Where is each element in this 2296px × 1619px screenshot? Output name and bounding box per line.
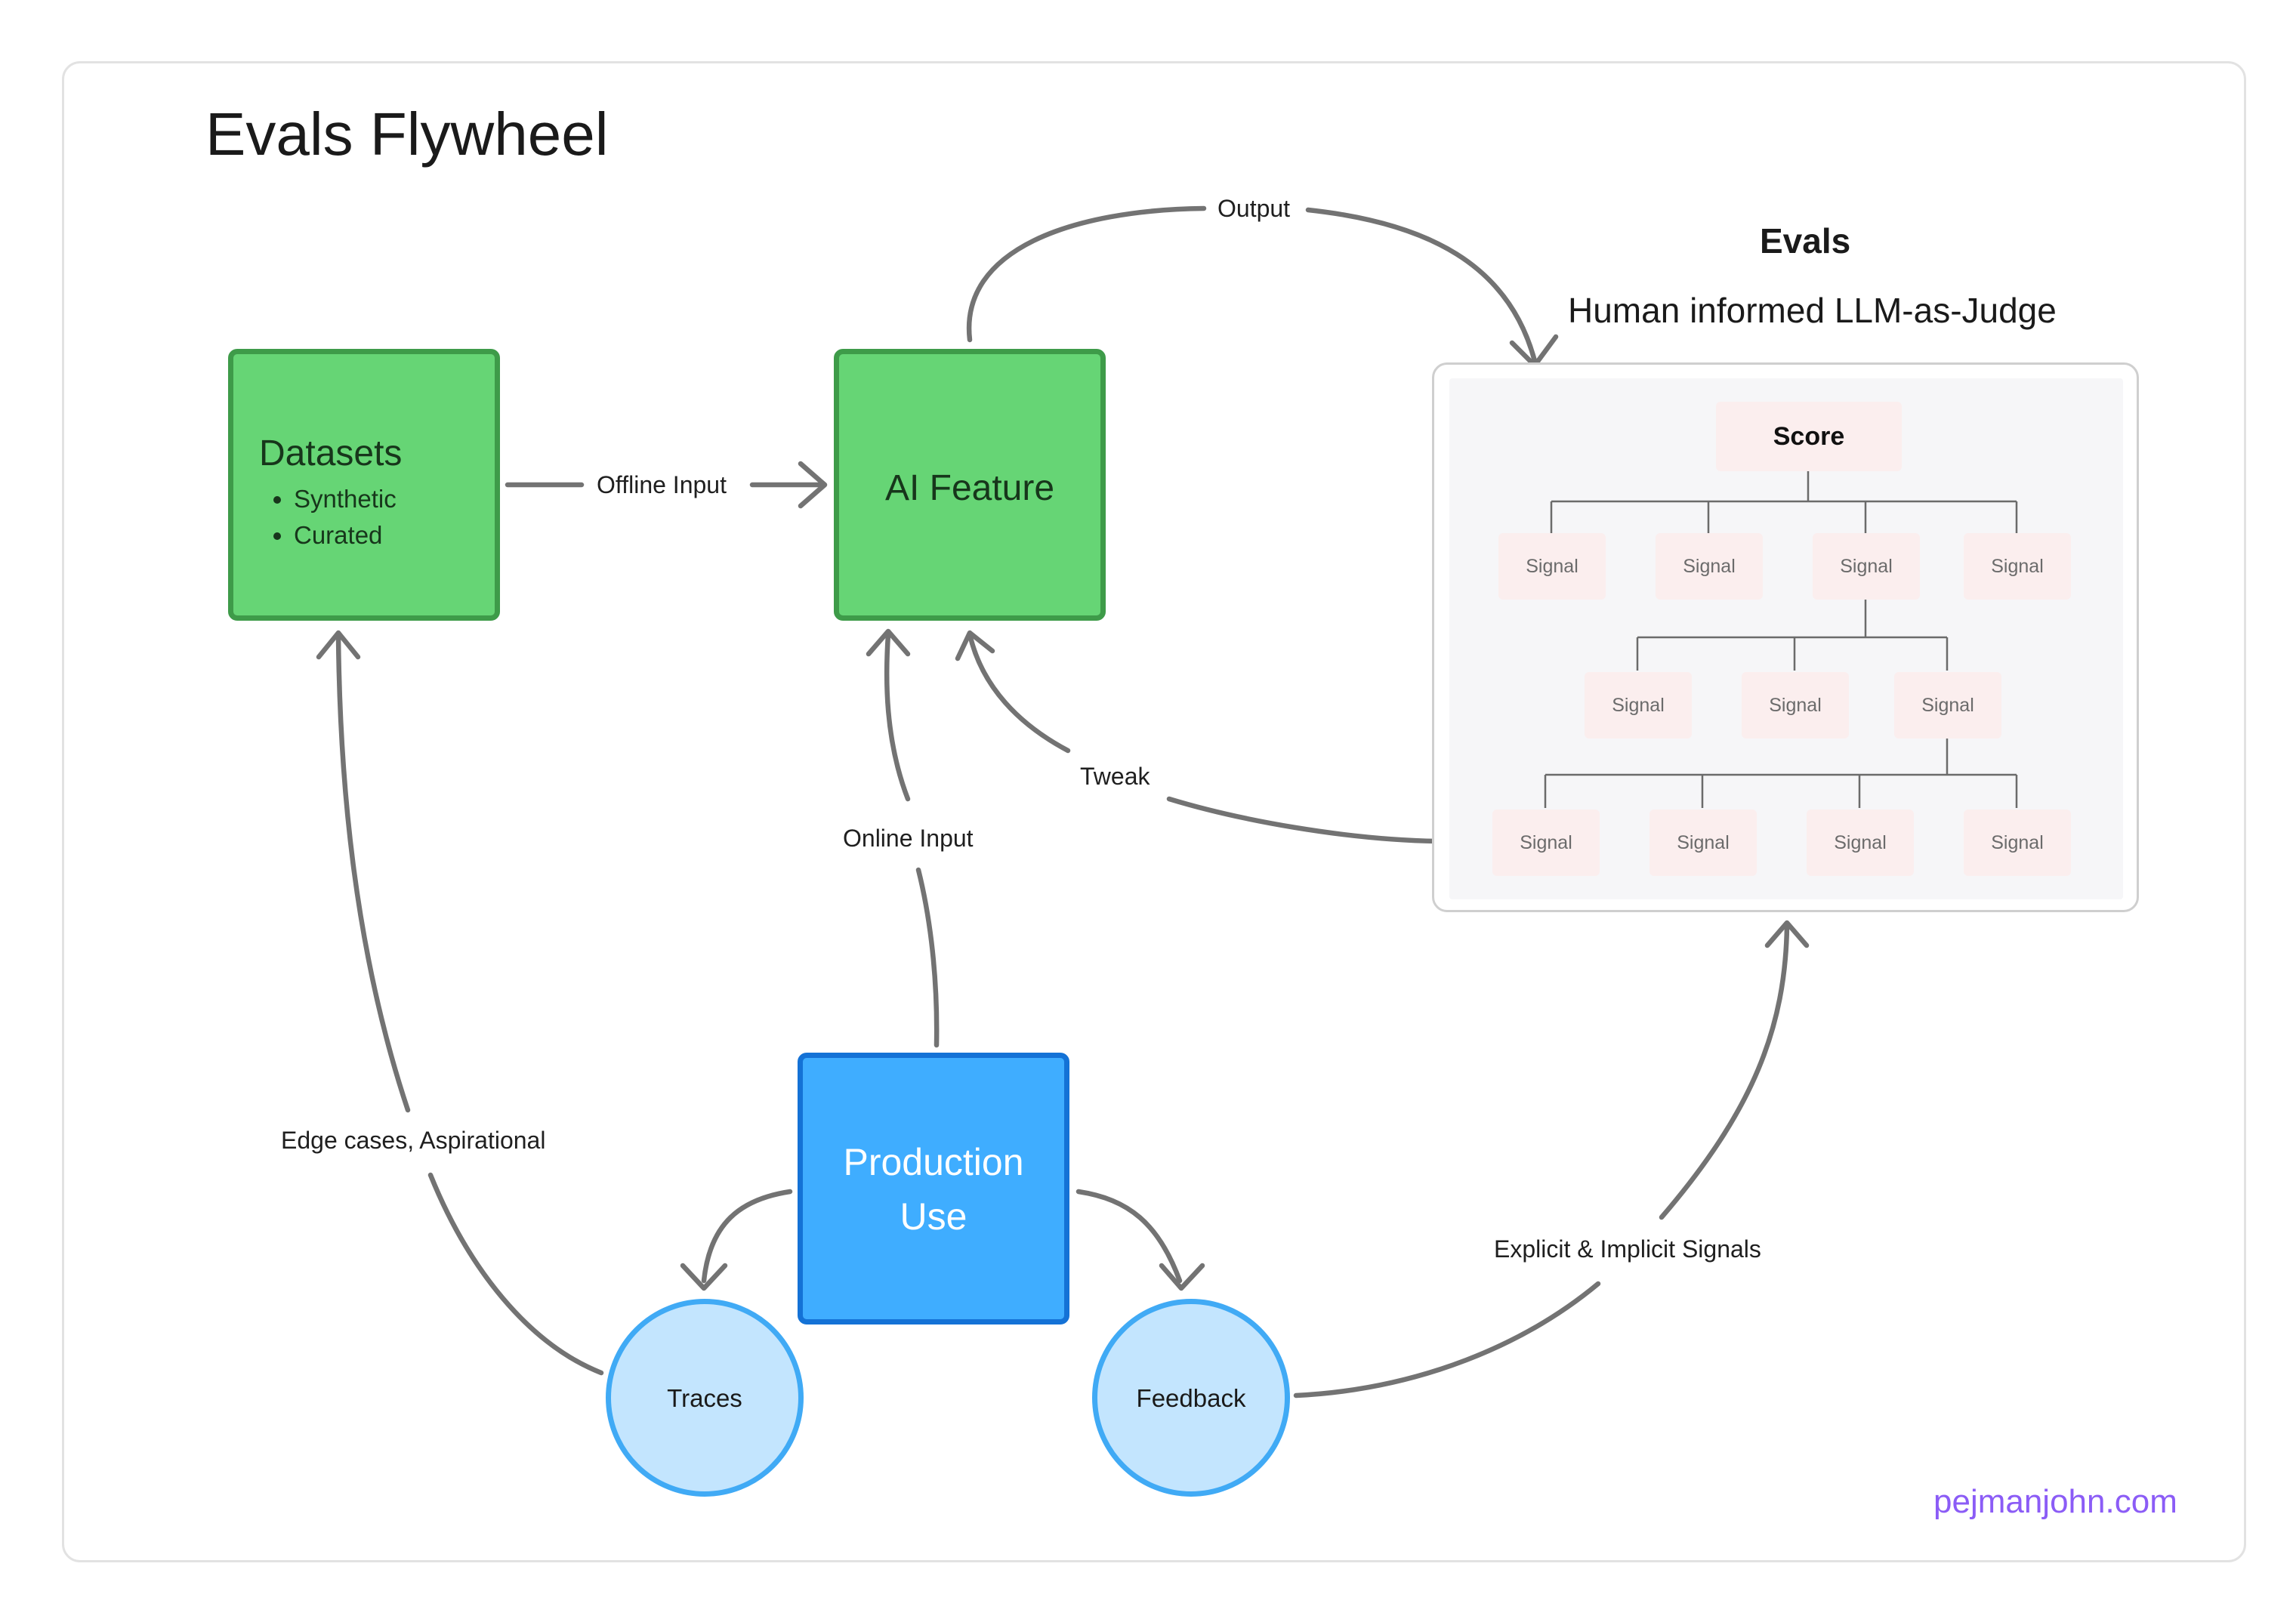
datasets-title: Datasets xyxy=(259,433,403,473)
datasets-list: Synthetic Curated xyxy=(294,481,397,554)
production-use-label: Production Use xyxy=(803,1135,1064,1244)
edge-cases-arrow-tail xyxy=(335,633,411,1113)
online-input-arrowhead xyxy=(866,628,911,657)
tweak-arrowhead xyxy=(955,630,995,661)
explicit-implicit-arrowhead xyxy=(1764,920,1810,948)
tweak-arrow-tail xyxy=(967,631,1071,754)
datasets-item-curated: Curated xyxy=(294,517,397,554)
signal-node: Signal xyxy=(1498,533,1606,600)
evals-subtitle: Human informed LLM-as-Judge xyxy=(1568,291,2057,330)
production-use-line-1: Production xyxy=(843,1141,1024,1183)
tweak-label: Tweak xyxy=(1072,761,1158,792)
score-node: Score xyxy=(1716,402,1902,471)
production-to-feedback-arrowhead xyxy=(1159,1263,1205,1291)
signal-node: Signal xyxy=(1742,672,1849,739)
signal-node: Signal xyxy=(1964,533,2071,600)
production-to-feedback-arrow xyxy=(1075,1189,1183,1284)
signal-node: Signal xyxy=(1807,810,1914,876)
signal-node: Signal xyxy=(1813,533,1920,600)
edge-cases-arrowhead xyxy=(316,630,361,660)
ai-feature-node: AI Feature xyxy=(834,349,1106,621)
signal-node: Signal xyxy=(1585,672,1692,739)
evals-title: Evals xyxy=(1760,221,1851,261)
feedback-label: Feedback xyxy=(1136,1384,1246,1412)
online-input-label: Online Input xyxy=(835,823,981,854)
traces-node: Traces xyxy=(606,1299,804,1497)
production-to-traces-arrowhead xyxy=(680,1263,728,1291)
signal-node: Signal xyxy=(1649,810,1757,876)
signal-node: Signal xyxy=(1656,533,1763,600)
signal-node: Signal xyxy=(1894,672,2001,739)
explicit-implicit-label: Explicit & Implicit Signals xyxy=(1486,1234,1769,1265)
online-input-arrow xyxy=(915,867,940,1048)
edge-cases-arrow xyxy=(427,1172,604,1376)
production-use-node: Production Use xyxy=(798,1053,1069,1324)
output-label: Output xyxy=(1210,193,1298,224)
offline-input-label: Offline Input xyxy=(589,470,734,501)
datasets-node: Datasets Synthetic Curated xyxy=(228,349,500,621)
production-use-line-2: Use xyxy=(900,1195,967,1238)
explicit-implicit-arrow-tail xyxy=(1659,923,1790,1220)
explicit-implicit-arrow xyxy=(1293,1281,1601,1399)
ai-feature-label: AI Feature xyxy=(884,468,1055,508)
feedback-node: Feedback xyxy=(1092,1299,1290,1497)
output-arrow-tail xyxy=(1305,207,1538,364)
offline-input-arrowhead xyxy=(798,461,828,509)
production-to-traces-arrow xyxy=(701,1189,793,1284)
site-link[interactable]: pejmanjohn.com xyxy=(1933,1483,2177,1520)
traces-label: Traces xyxy=(667,1384,742,1412)
tweak-arrow xyxy=(1166,796,1441,844)
online-input-arrow-tail xyxy=(884,631,911,802)
edge-cases-label: Edge cases, Aspirational xyxy=(273,1125,554,1156)
signal-node: Signal xyxy=(1964,810,2071,876)
diagram-title: Evals Flywheel xyxy=(205,100,609,168)
datasets-item-synthetic: Synthetic xyxy=(294,481,397,517)
signal-node: Signal xyxy=(1492,810,1600,876)
output-arrow xyxy=(966,205,1207,343)
